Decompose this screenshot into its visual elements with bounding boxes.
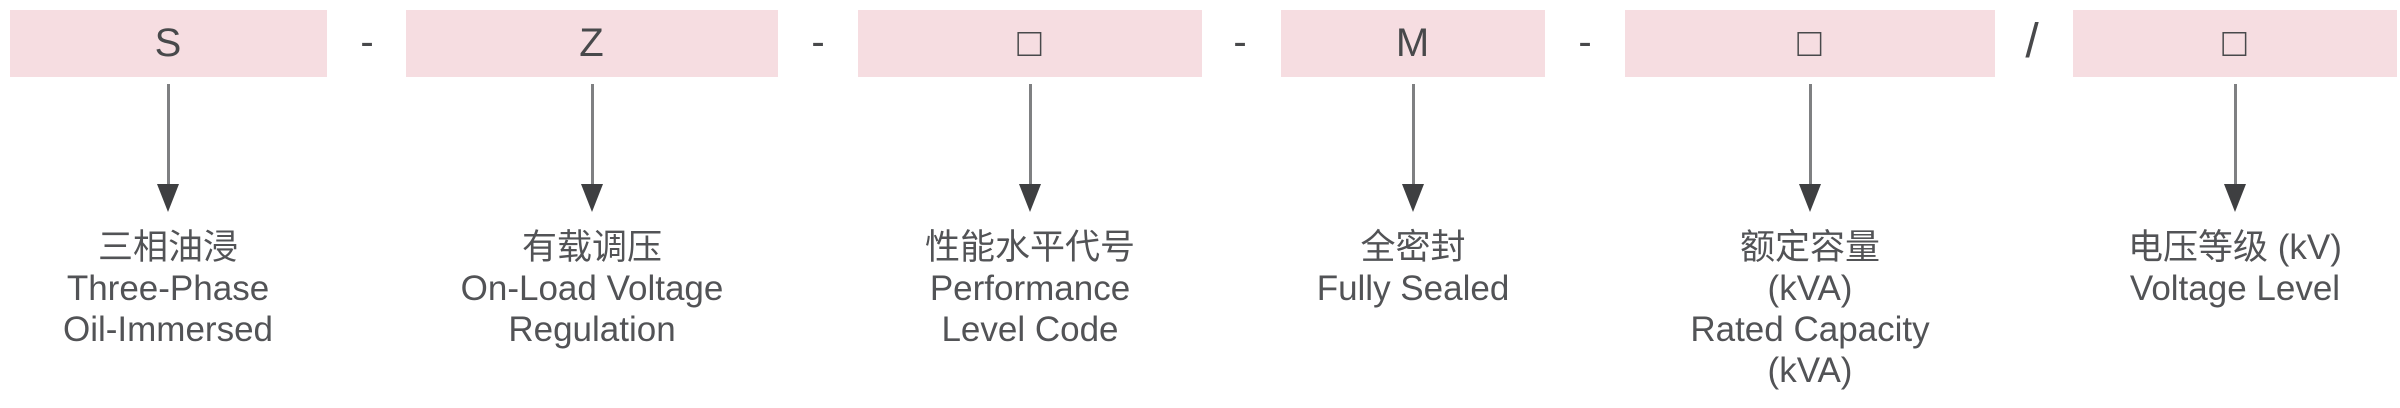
- label-fully-sealed: 全密封 Fully Sealed: [1223, 227, 1603, 309]
- down-arrow-icon: [156, 84, 180, 212]
- label-line: Performance: [929, 269, 1131, 308]
- code-box-voltage-level: □: [2073, 10, 2397, 77]
- code-placeholder-square: □: [1797, 21, 1823, 65]
- arrow-stem: [166, 84, 170, 185]
- code-box-performance-level: □: [858, 10, 1202, 77]
- label-line: Level Code: [941, 310, 1119, 349]
- separator-dash: -: [1578, 20, 1592, 64]
- code-letter: M: [1395, 21, 1431, 65]
- label-line: Fully Sealed: [1316, 269, 1510, 308]
- code-box-on-load-regulation: Z: [406, 10, 778, 77]
- label-line: Regulation: [508, 310, 676, 349]
- arrow-stem: [1411, 84, 1415, 185]
- down-arrow-icon: [1401, 84, 1425, 212]
- arrow-stem: [2233, 84, 2237, 185]
- down-arrow-icon: [1018, 84, 1042, 212]
- label-rated-capacity: 额定容量 (kVA) Rated Capacity (kVA): [1620, 227, 2000, 391]
- code-letter: Z: [579, 21, 605, 65]
- code-placeholder-square: □: [2222, 21, 2248, 65]
- label-line: On-Load Voltage: [460, 269, 724, 308]
- label-line: 有载调压: [521, 228, 662, 267]
- label-performance-level-code: 性能水平代号 Performance Level Code: [840, 227, 1220, 350]
- code-letter: S: [154, 21, 183, 65]
- arrow-head: [157, 184, 179, 212]
- label-line: 全密封: [1360, 228, 1466, 267]
- label-line: 性能水平代号: [924, 228, 1135, 267]
- down-arrow-icon: [1798, 84, 1822, 212]
- arrow-stem: [1808, 84, 1812, 185]
- arrow-head: [581, 184, 603, 212]
- code-box-rated-capacity: □: [1625, 10, 1995, 77]
- label-line: 额定容量: [1739, 228, 1880, 267]
- arrow-stem: [1028, 84, 1032, 185]
- separator-dash: -: [811, 20, 825, 64]
- label-line: (kVA): [1767, 351, 1853, 390]
- label-on-load-voltage-regulation: 有载调压 On-Load Voltage Regulation: [402, 227, 782, 350]
- label-line: 电压等级 (kV): [2128, 228, 2342, 267]
- code-box-fully-sealed: M: [1281, 10, 1545, 77]
- down-arrow-icon: [580, 84, 604, 212]
- arrow-head: [1019, 184, 1041, 212]
- label-line: Oil-Immersed: [62, 310, 274, 349]
- arrow-head: [2224, 184, 2246, 212]
- separator-slash: /: [2025, 15, 2039, 68]
- arrow-head: [1799, 184, 1821, 212]
- label-line: (kVA): [1767, 269, 1853, 308]
- arrow-stem: [590, 84, 594, 185]
- label-three-phase-oil-immersed: 三相油浸 Three-Phase Oil-Immersed: [0, 227, 358, 350]
- label-line: Three-Phase: [66, 269, 270, 308]
- label-line: 三相油浸: [97, 228, 238, 267]
- code-placeholder-square: □: [1017, 21, 1043, 65]
- down-arrow-icon: [2223, 84, 2247, 212]
- label-voltage-level: 电压等级 (kV) Voltage Level: [2045, 227, 2400, 309]
- separator-dash: -: [1233, 20, 1247, 64]
- label-line: Voltage Level: [2129, 269, 2341, 308]
- label-line: Rated Capacity: [1690, 310, 1930, 349]
- arrow-head: [1402, 184, 1424, 212]
- separator-dash: -: [360, 20, 374, 64]
- code-box-three-phase: S: [10, 10, 327, 77]
